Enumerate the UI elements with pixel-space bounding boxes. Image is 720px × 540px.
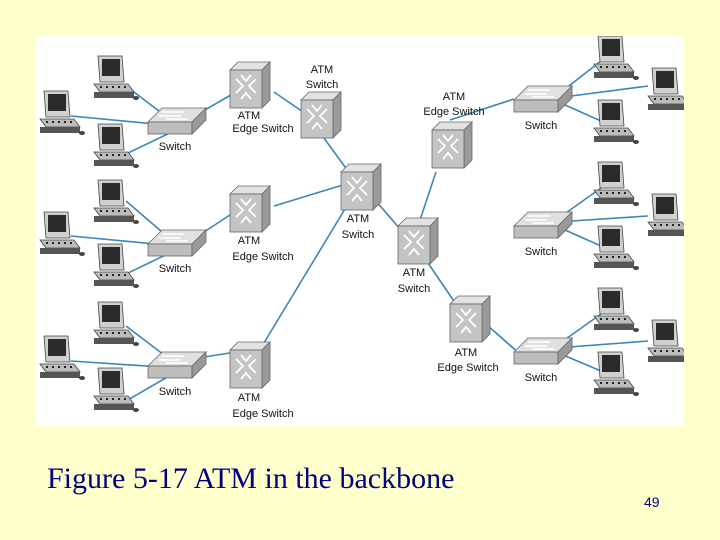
diagram-canvas: Switch Switch Switch Switch Switch Switc… — [39, 36, 684, 420]
label-atm-switch: Switch — [306, 79, 338, 91]
label-atm: ATM — [238, 235, 260, 247]
label-atm: ATM — [238, 110, 260, 122]
atm-switch-top — [300, 91, 342, 139]
figure-caption: Figure 5-17 ATM in the backbone — [47, 462, 455, 495]
label-atm-switch: Switch — [342, 229, 374, 241]
label-edge-switch: Edge Switch — [232, 251, 293, 263]
label-edge-switch: Edge Switch — [232, 408, 293, 420]
label-switch: Switch — [525, 372, 557, 384]
label-atm: ATM — [455, 347, 477, 359]
atm-edge-switch-right-top — [431, 121, 473, 169]
lan-switch-left-bottom — [147, 351, 207, 379]
label-atm: ATM — [443, 91, 465, 103]
label-switch: Switch — [159, 263, 191, 275]
label-edge-switch: Edge Switch — [423, 106, 484, 118]
atm-switch-center — [340, 163, 382, 211]
device-labels: Switch Switch Switch Switch Switch Switc… — [159, 64, 557, 420]
label-switch: Switch — [525, 246, 557, 258]
label-atm: ATM — [403, 267, 425, 279]
atm-edge-switch-left-middle — [229, 185, 271, 233]
lan-switch-right-bottom — [513, 337, 573, 365]
left-workstations — [39, 55, 140, 413]
lan-switch-right-middle — [513, 211, 573, 239]
label-atm: ATM — [347, 213, 369, 225]
label-edge-switch: Edge Switch — [232, 123, 293, 135]
atm-edge-switch-right-bottom — [449, 295, 491, 343]
label-switch: Switch — [159, 386, 191, 398]
lan-switch-right-top — [513, 85, 573, 113]
lan-switch-left-middle — [147, 229, 207, 257]
atm-switch-lower — [397, 217, 439, 265]
atm-edge-switch-left-top — [229, 61, 271, 109]
page-number: 49 — [644, 494, 660, 510]
label-switch: Switch — [525, 120, 557, 132]
atm-edge-switch-left-bottom — [229, 341, 271, 389]
label-switch: Switch — [159, 141, 191, 153]
label-atm-switch: Switch — [398, 283, 430, 295]
label-atm: ATM — [311, 64, 333, 76]
label-edge-switch: Edge Switch — [437, 362, 498, 374]
lan-switch-left-top — [147, 107, 207, 135]
atm-backbone-diagram: Switch Switch Switch Switch Switch Switc… — [36, 36, 684, 426]
label-atm: ATM — [238, 392, 260, 404]
